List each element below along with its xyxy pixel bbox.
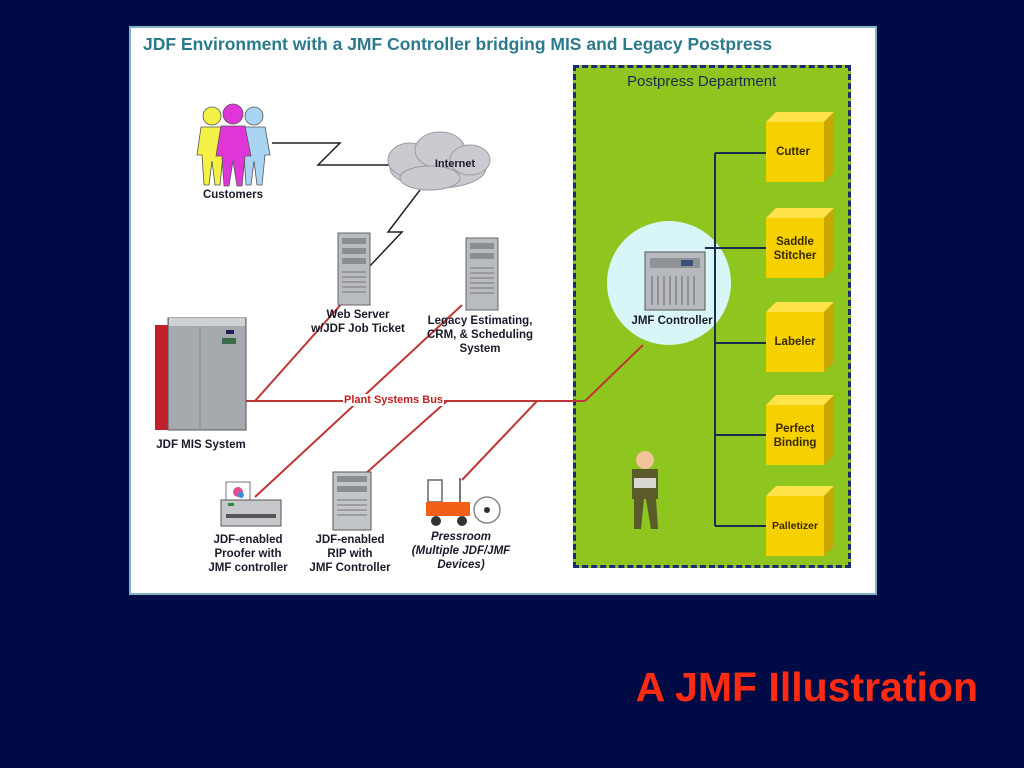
rip-server-icon	[332, 471, 372, 531]
internet-cloud-icon	[387, 131, 491, 191]
pressroom-to-bus-line	[461, 400, 538, 481]
labeler-box	[766, 302, 834, 372]
rip-label: JDF-enabled RIP with JMF Controller	[309, 534, 391, 574]
postpress-device-boxes	[766, 112, 834, 556]
internet-webserver-link	[367, 189, 421, 269]
proofer-label: JDF-enabled Proofer with JMF controller	[208, 534, 288, 574]
palletizer-box	[766, 486, 834, 556]
cutter-label: Cutter	[776, 146, 810, 158]
legacy-server-icon	[465, 237, 499, 311]
postpress-department-title: Postpress Department	[627, 73, 777, 90]
mis-system-label: JDF MIS System	[156, 439, 246, 451]
slide-title: A JMF Illustration	[635, 664, 978, 710]
operator-person-icon	[632, 451, 658, 529]
labeler-label: Labeler	[774, 336, 816, 348]
saddle-stitcher-label: Saddle Stitcher	[773, 236, 817, 262]
diagram-title: JDF Environment with a JMF Controller br…	[143, 34, 773, 54]
rip-to-bus-line	[354, 400, 448, 484]
jmf-controller-icon	[644, 251, 706, 311]
perfect-binding-label: Perfect Binding	[773, 423, 817, 449]
bus-to-jmf-controller-line	[584, 344, 644, 402]
plant-systems-bus-label: Plant Systems Bus	[343, 394, 445, 406]
customers-label: Customers	[202, 189, 264, 201]
web-server-label: Web Server w/JDF Job Ticket	[311, 309, 405, 335]
web-server-icon	[337, 232, 371, 306]
postpress-tree-lines	[705, 152, 766, 527]
saddle-stitcher-box	[766, 208, 834, 278]
palletizer-label: Palletizer	[771, 520, 819, 532]
customers-icon	[196, 103, 271, 187]
pressroom-forklift-icon	[426, 478, 501, 526]
jmf-controller-label: JMF Controller	[631, 315, 713, 327]
mis-system-icon	[155, 317, 247, 431]
cutter-box	[766, 112, 834, 182]
legacy-system-label: Legacy Estimating, CRM, & Scheduling Sys…	[426, 315, 534, 355]
customers-internet-link	[272, 142, 390, 166]
pressroom-label: Pressroom (Multiple JDF/JMF Devices)	[411, 531, 511, 571]
perfect-binding-box	[766, 395, 834, 465]
proofer-printer-icon	[220, 481, 282, 527]
internet-label: Internet	[434, 158, 476, 170]
